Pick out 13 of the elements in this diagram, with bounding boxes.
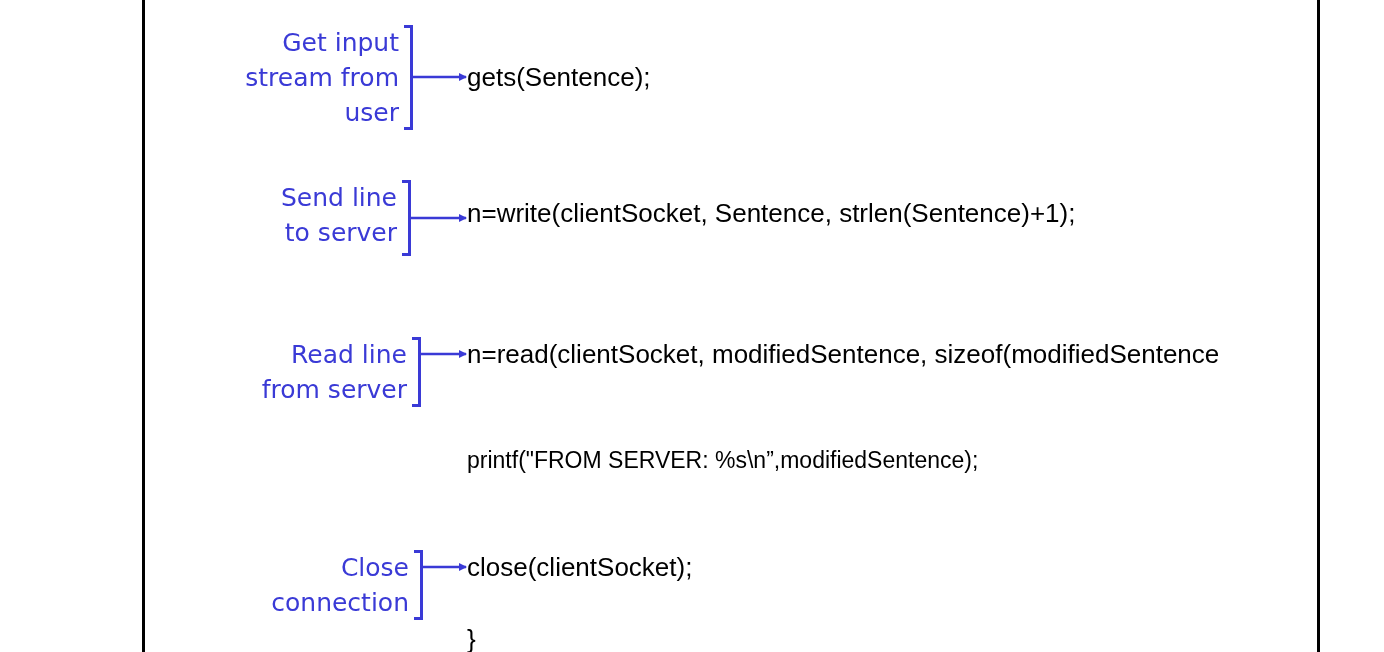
annotation-text: Close connection xyxy=(270,552,409,619)
arrow xyxy=(421,350,467,358)
code-line: n=write(clientSocket, Sentence, strlen(Sentence)+1); xyxy=(467,196,1076,230)
arrow xyxy=(411,214,467,222)
arrow xyxy=(423,563,467,571)
annotation-text: Send line to server xyxy=(279,182,397,249)
code-line: gets(Sentence); xyxy=(467,60,651,94)
code-line: n=read(clientSocket, modifiedSentence, sizeof(modifiedSentence xyxy=(467,337,1220,371)
annotation-text: Get input stream from user xyxy=(244,27,399,129)
arrow xyxy=(413,73,467,81)
annotation-text: Read line from server xyxy=(260,339,407,406)
code-line: close(clientSocket); xyxy=(467,550,693,584)
code-line: printf("FROM SERVER: %s\n”,modifiedSentence); xyxy=(467,447,979,474)
